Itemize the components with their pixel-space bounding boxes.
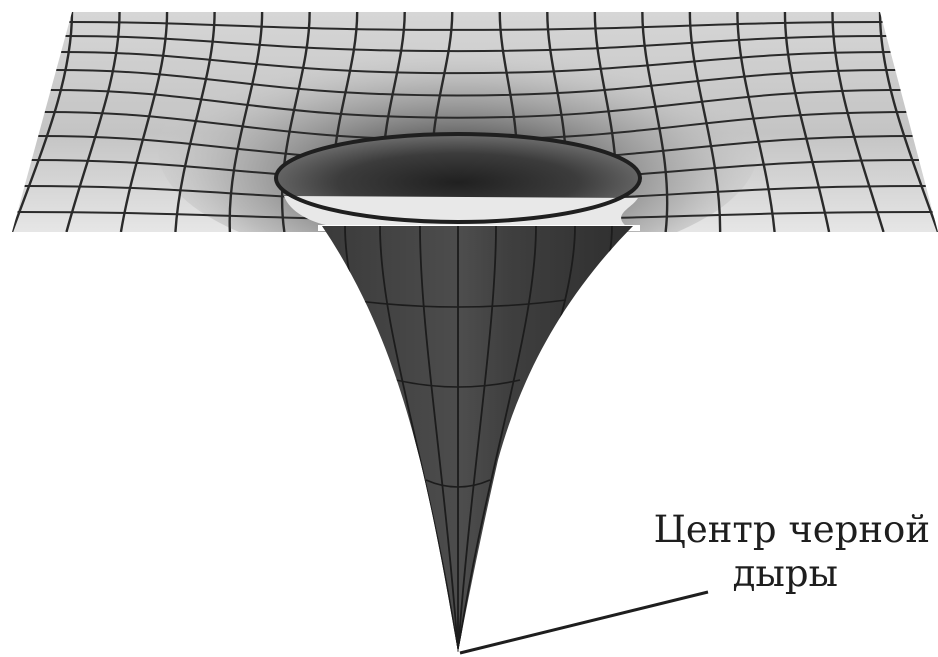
- label-line-1: Центр черной: [653, 508, 930, 551]
- center-pointer-line: [459, 590, 709, 655]
- throat-grid-column: [457, 226, 497, 652]
- well-throat: [322, 226, 633, 652]
- sheet-grid-row: [65, 35, 887, 53]
- sheet-grid-column: [174, 12, 216, 232]
- sheet-grid-column: [641, 12, 669, 232]
- throat-grid-column: [457, 226, 537, 652]
- well-opening: [274, 132, 642, 231]
- throat-grid-column: [379, 226, 459, 652]
- sheet-grid-column: [12, 12, 74, 232]
- throat-grid-column: [419, 226, 459, 652]
- sheet-grid-column: [688, 12, 722, 232]
- throat-grid-ring: [425, 479, 491, 488]
- sheet-grid-row: [56, 69, 896, 97]
- sheet-grid-row: [61, 51, 891, 75]
- sheet-grid-column: [736, 12, 776, 232]
- sheet-grid-row: [50, 89, 901, 119]
- sheet-grid-column: [878, 12, 938, 232]
- sheet-grid-column: [228, 12, 264, 232]
- throat-grid-ring: [395, 379, 521, 388]
- sheet-grid-column: [280, 12, 311, 232]
- label-line-2: дыры: [732, 552, 838, 595]
- black-hole-center-label: Центр черной дыры: [630, 508, 930, 596]
- sheet-grid-row: [69, 21, 883, 31]
- throat-grid-ring: [349, 299, 567, 308]
- sheet-grid-column: [65, 12, 121, 232]
- sheet-grid-column: [119, 12, 169, 232]
- sheet-grid-column: [783, 12, 831, 232]
- sheet-grid-column: [831, 12, 885, 232]
